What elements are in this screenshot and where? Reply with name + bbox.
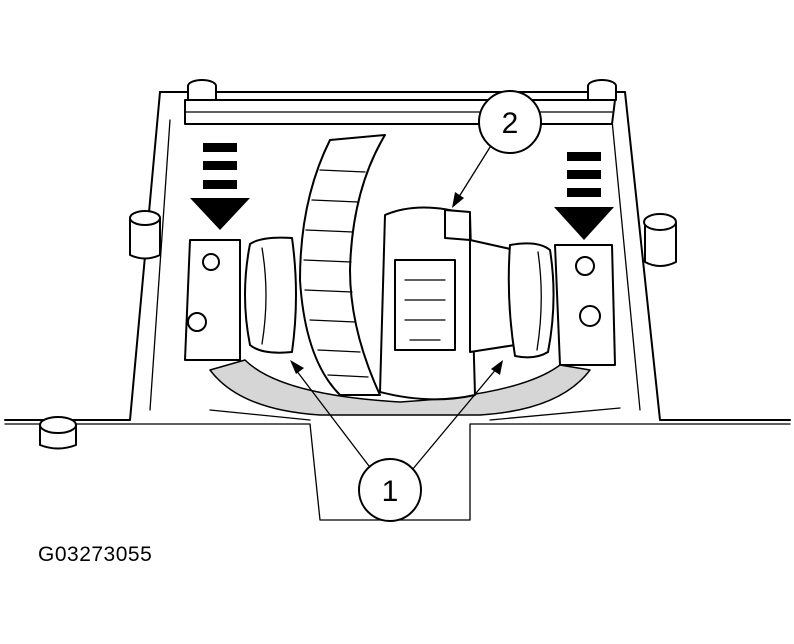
- left-press-arrow: [190, 143, 250, 230]
- tool-bar: [184, 79, 617, 125]
- callout-1-label: 1: [382, 475, 399, 508]
- callout-2: 2: [478, 90, 542, 154]
- right-press-arrow: [554, 152, 614, 240]
- differential-case: [379, 206, 516, 401]
- callout-1-leaders: [290, 360, 503, 471]
- corner-posts: [39, 210, 677, 450]
- callout-2-leader: [452, 143, 493, 208]
- right-bearing-race: [507, 242, 555, 359]
- right-bearing-cap: [554, 244, 616, 366]
- left-bearing-race: [244, 236, 297, 354]
- figure-code: G03273055: [38, 543, 153, 566]
- callout-1: 1: [358, 458, 422, 522]
- carrier-housing: [209, 359, 591, 416]
- callout-2-label: 2: [502, 107, 519, 140]
- ring-gear: [299, 134, 386, 396]
- left-bearing-cap: [184, 239, 241, 361]
